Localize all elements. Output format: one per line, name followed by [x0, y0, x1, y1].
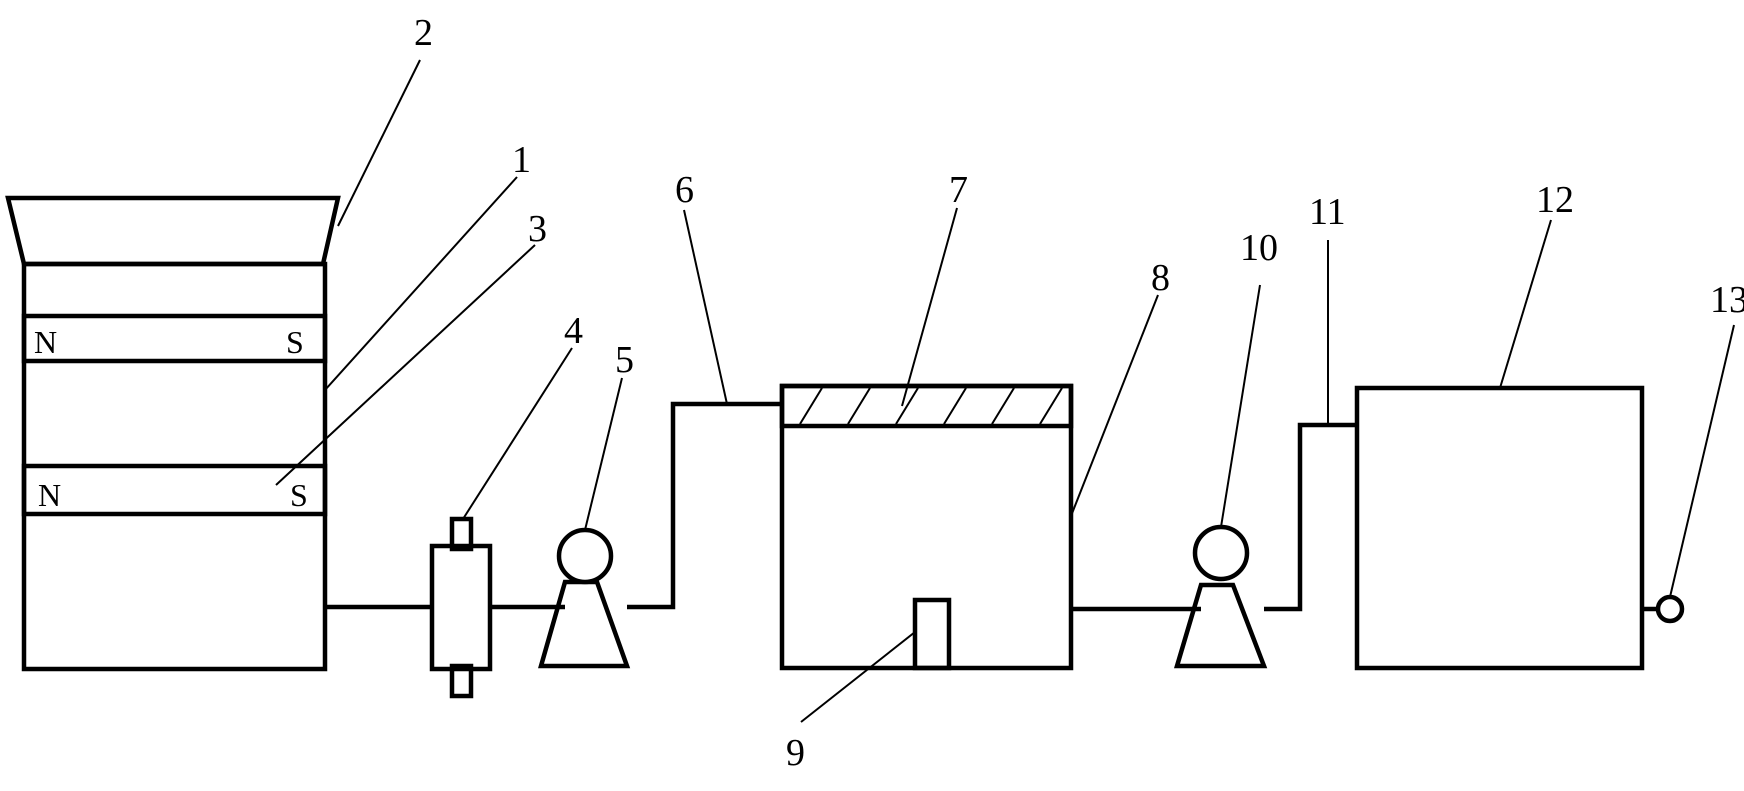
tank-12: [1354, 385, 1645, 671]
leader-line-9: [800, 631, 916, 723]
magnet-band-upper: [21, 313, 328, 364]
label-3: 3: [528, 208, 547, 250]
leader-line-10: [1220, 284, 1261, 528]
leader-line-12: [1499, 219, 1552, 389]
hatched-layer-7-hatching: [799, 387, 1063, 425]
valve-13: [1655, 594, 1685, 624]
magnet-upper-south-label: S: [286, 324, 304, 360]
label-13: 13: [1710, 279, 1744, 321]
filter-top-cap: [449, 516, 474, 552]
pump-5-base: [538, 579, 631, 669]
pump-10-base: [1173, 582, 1268, 669]
tank-8: [779, 383, 1074, 671]
leader-line-13: [1669, 324, 1735, 598]
filter-housing-4: [429, 543, 493, 672]
label-11: 11: [1309, 191, 1346, 233]
magnet-lower-north-label: N: [38, 477, 61, 513]
leader-line-2: [337, 59, 421, 227]
magnet-lower-south-label: S: [290, 477, 308, 513]
filter-bottom-cap: [449, 663, 474, 699]
label-10: 10: [1240, 227, 1278, 269]
leader-line-8: [1070, 294, 1159, 517]
label-6: 6: [675, 169, 694, 211]
label-7: 7: [949, 169, 968, 211]
pump-5-head: [556, 527, 614, 585]
label-4: 4: [564, 310, 583, 352]
hopper-2: [5, 195, 341, 267]
pipe-11: [1264, 422, 1357, 612]
leader-line-3: [275, 244, 536, 486]
label-8: 8: [1151, 257, 1170, 299]
hatched-layer-7: [779, 383, 1074, 429]
pump-10-head: [1192, 524, 1250, 582]
label-9: 9: [786, 732, 805, 774]
label-1: 1: [512, 139, 531, 181]
leader-line-4: [462, 347, 573, 520]
label-5: 5: [615, 339, 634, 381]
label-2: 2: [414, 12, 433, 54]
leader-line-7: [901, 207, 958, 407]
leader-line-5: [584, 377, 623, 531]
pipe-6: [627, 401, 782, 610]
magnet-upper-north-label: N: [34, 324, 57, 360]
leader-line-1: [324, 176, 518, 391]
magnet-band-lower-3: [21, 463, 328, 517]
leader-line-6: [683, 209, 728, 405]
label-12: 12: [1536, 179, 1574, 221]
device-9: [912, 597, 952, 671]
